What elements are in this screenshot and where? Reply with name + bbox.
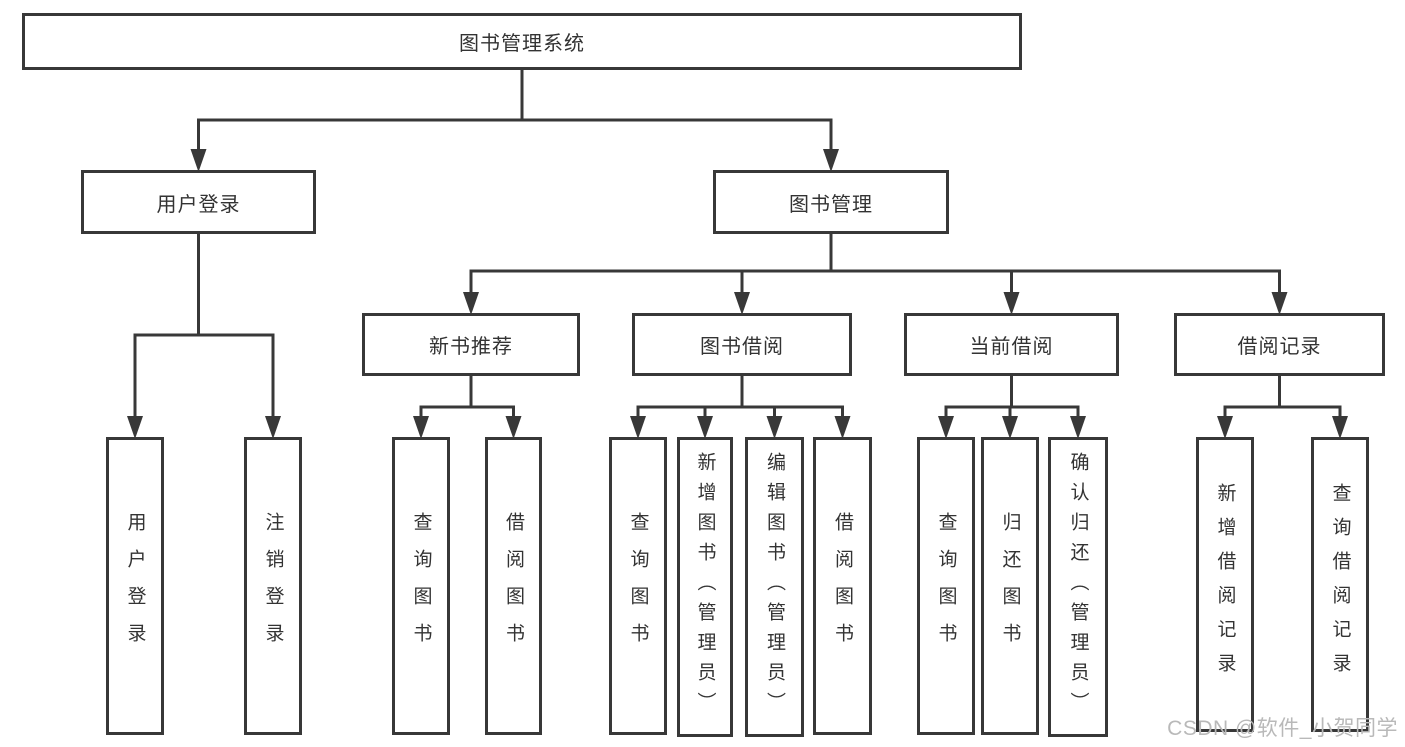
node-cur-confirm: 确认归还（管理员） [1048, 437, 1108, 737]
node-label: 当前借阅 [969, 336, 1054, 358]
node-label: 用户登录 [156, 193, 241, 216]
node-label: 新增图书（管理员） [694, 452, 716, 722]
node-label: 查询图书 [410, 512, 432, 660]
node-label: 新增借阅记录 [1214, 482, 1236, 687]
node-rec-add: 新增借阅记录 [1196, 437, 1254, 732]
node-label: 归还图书 [999, 512, 1021, 660]
node-cur-query: 查询图书 [917, 437, 975, 735]
watermark: CSDN @软件_小贺同学 [1167, 717, 1398, 740]
node-label: 查询图书 [627, 512, 649, 660]
node-nb-query: 查询图书 [392, 437, 450, 735]
node-label: 用户登录 [124, 512, 146, 660]
node-new-books: 新书推荐 [362, 313, 580, 376]
node-bw-add: 新增图书（管理员） [677, 437, 733, 737]
node-label: 查询借阅记录 [1329, 482, 1351, 687]
node-label: 图书管理 [789, 193, 873, 216]
node-label: 注销登录 [262, 512, 284, 660]
node-cur-return: 归还图书 [981, 437, 1039, 735]
node-root: 图书管理系统 [22, 13, 1022, 70]
node-current: 当前借阅 [904, 313, 1119, 376]
node-label: 确认归还（管理员） [1067, 452, 1089, 722]
node-label: 编辑图书（管理员） [764, 452, 785, 722]
node-user-login: 用户登录 [106, 437, 164, 735]
node-mgmt: 图书管理 [713, 170, 949, 234]
node-bw-borrow: 借阅图书 [813, 437, 872, 735]
node-login: 用户登录 [81, 170, 316, 234]
node-borrow: 图书借阅 [632, 313, 852, 376]
node-bw-query: 查询图书 [609, 437, 667, 735]
node-label: 借阅记录 [1237, 336, 1322, 358]
node-label: 借阅图书 [503, 512, 524, 660]
node-label: 图书借阅 [700, 336, 784, 358]
node-logout: 注销登录 [244, 437, 302, 735]
node-rec-query: 查询借阅记录 [1311, 437, 1369, 732]
node-label: 查询图书 [935, 512, 957, 660]
node-label: 新书推荐 [429, 336, 513, 358]
node-label: 图书管理系统 [459, 33, 585, 55]
node-bw-edit: 编辑图书（管理员） [745, 437, 804, 737]
node-records: 借阅记录 [1174, 313, 1385, 376]
node-label: 借阅图书 [832, 512, 853, 660]
node-nb-borrow: 借阅图书 [485, 437, 542, 735]
